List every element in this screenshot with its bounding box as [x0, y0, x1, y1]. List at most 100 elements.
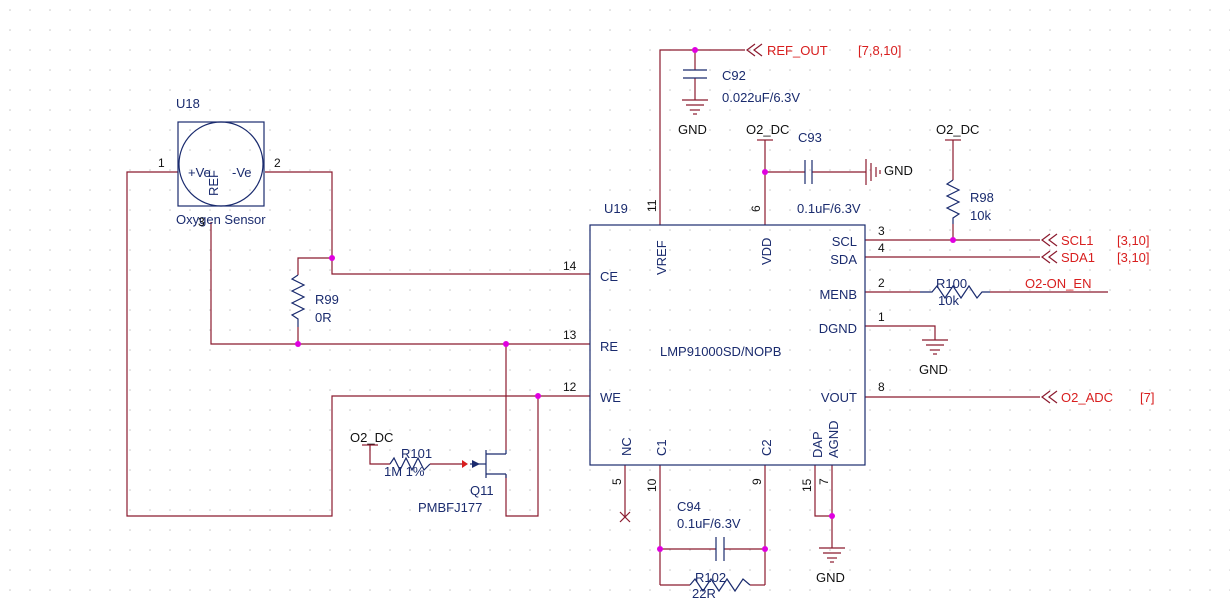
junction-ce — [329, 255, 335, 261]
u19-pin-dap: DAP — [810, 431, 825, 458]
c93-value: 0.1uF/6.3V — [797, 201, 861, 216]
wire-we — [126, 171, 590, 517]
u18-pin-vminus: -Ve — [232, 165, 252, 180]
net-pages-scl1: [3,10] — [1117, 233, 1150, 248]
r98-ref: R98 — [970, 190, 994, 205]
u19-pin-agnd: AGND — [826, 420, 841, 458]
c94-value: 0.1uF/6.3V — [677, 516, 741, 531]
offpage-scl1[interactable]: SCL1 [3,10] — [1041, 233, 1150, 248]
net-label-ref-out: REF_OUT — [767, 43, 828, 58]
r98-resistor[interactable]: R98 10k — [945, 179, 994, 224]
u18-pin3-number: 3 — [198, 215, 205, 229]
u19-pin10: 10 — [645, 478, 659, 492]
u19-pin-c1: C1 — [654, 439, 669, 456]
r101-resistor[interactable]: R101 1M 1% — [384, 446, 432, 479]
gnd-symbol-c93: GND — [865, 159, 913, 185]
u19-pin13: 13 — [563, 328, 577, 342]
u19-part: LMP91000SD/NOPB — [660, 344, 781, 359]
u19-pin-nc: NC — [619, 437, 634, 456]
junction-c94-right — [762, 546, 768, 552]
gnd-label-dgnd: GND — [919, 362, 948, 377]
net-label-scl1: SCL1 — [1061, 233, 1094, 248]
wire-r101-left — [369, 445, 390, 465]
u19-pin6: 6 — [749, 205, 763, 212]
u19-pin12: 12 — [563, 380, 577, 394]
u19-lmp91000[interactable]: U19 LMP91000SD/NOPB CE RE WE 14 13 12 SC… — [563, 199, 885, 492]
net-label-o2-on-en: O2-ON_EN — [1025, 276, 1091, 291]
u18-sensor-circle — [178, 121, 264, 207]
c94-ref: C94 — [677, 499, 701, 514]
u19-pin11: 11 — [645, 199, 659, 212]
o2-dc-label-r98: O2_DC — [936, 122, 979, 137]
u18-pin2-number: 2 — [274, 156, 281, 170]
junction-vdd — [762, 169, 768, 175]
r100-value: 10k — [938, 293, 959, 308]
wire-dgnd — [865, 325, 936, 340]
net-label-sda1: SDA1 — [1061, 250, 1095, 265]
r99-value: 0R — [315, 310, 332, 325]
u19-pin-vref: VREF — [654, 240, 669, 275]
gnd-symbol-c92: GND — [678, 99, 708, 137]
q11-ref: Q11 — [470, 483, 494, 498]
o2-dc-label-r101: O2_DC — [350, 430, 393, 445]
u18-oxygen-sensor[interactable]: U18 +Ve -Ve REF Oxygen Sensor 1 2 3 — [158, 96, 281, 229]
u19-pin-we: WE — [600, 390, 621, 405]
net-pages-ref-out: [7,8,10] — [858, 43, 901, 58]
junctions — [295, 47, 956, 552]
c94-capacitor[interactable]: C94 0.1uF/6.3V — [677, 499, 741, 561]
r100-resistor[interactable]: R100 10k — [920, 276, 990, 308]
u18-ref: U18 — [176, 96, 200, 111]
c92-capacitor[interactable]: C92 0.022uF/6.3V — [683, 68, 800, 105]
wire-r99-top — [297, 257, 332, 275]
q11-part: PMBFJ177 — [418, 500, 482, 515]
c92-ref: C92 — [722, 68, 746, 83]
u19-pin-menb: MENB — [819, 287, 857, 302]
u19-pin-dgnd: DGND — [819, 321, 857, 336]
c93-capacitor[interactable]: C93 0.1uF/6.3V — [797, 130, 861, 216]
c93-ref: C93 — [798, 130, 822, 145]
wires — [126, 49, 1108, 586]
wire-we-q11-source — [505, 396, 539, 517]
offpage-o2-adc[interactable]: O2_ADC [7] — [1041, 390, 1154, 405]
junction-c94-left — [657, 546, 663, 552]
gnd-symbol-agnd: GND — [816, 547, 845, 585]
u19-pin-ce: CE — [600, 269, 618, 284]
r101-value: 1M 1% — [384, 464, 425, 479]
q11-gate-marker-icon — [462, 460, 468, 468]
q11-jfet[interactable]: Q11 PMBFJ177 — [418, 450, 507, 515]
junction-re-q11 — [503, 341, 509, 347]
junction-we — [535, 393, 541, 399]
offpage-ref-out[interactable]: REF_OUT [7,8,10] — [746, 43, 901, 58]
r102-ref: R102 — [695, 570, 726, 585]
junction-re-r99 — [295, 341, 301, 347]
u19-pin8: 8 — [878, 380, 885, 394]
u19-body — [589, 224, 866, 466]
wire-vref — [659, 49, 745, 225]
u19-pin-sda: SDA — [830, 252, 857, 267]
r101-ref: R101 — [401, 446, 432, 461]
junction-ref-out — [692, 47, 698, 53]
c92-value: 0.022uF/6.3V — [722, 90, 800, 105]
u19-pin15: 15 — [800, 478, 814, 492]
r102-value: 22R — [692, 586, 716, 601]
u19-pin-vout: VOUT — [821, 390, 857, 405]
u19-pin-c2: C2 — [759, 439, 774, 456]
r98-value: 10k — [970, 208, 991, 223]
u19-pin-vdd: VDD — [759, 238, 774, 265]
o2-dc-label-vdd: O2_DC — [746, 122, 789, 137]
u19-pin3: 3 — [878, 224, 885, 238]
no-connect-icon — [619, 511, 631, 523]
u19-pin2: 2 — [878, 276, 885, 290]
r99-ref: R99 — [315, 292, 339, 307]
net-pages-sda1: [3,10] — [1117, 250, 1150, 265]
u19-pin-scl: SCL — [832, 234, 857, 249]
u18-pin-ref: REF — [206, 170, 221, 196]
offpage-sda1[interactable]: SDA1 [3,10] — [1041, 250, 1150, 265]
r102-resistor[interactable]: R102 22R — [689, 570, 751, 601]
u18-pin1-number: 1 — [158, 156, 165, 170]
u19-pin-re: RE — [600, 339, 618, 354]
u18-pin-vplus: +Ve — [188, 165, 211, 180]
r99-resistor[interactable]: R99 0R — [290, 274, 339, 327]
